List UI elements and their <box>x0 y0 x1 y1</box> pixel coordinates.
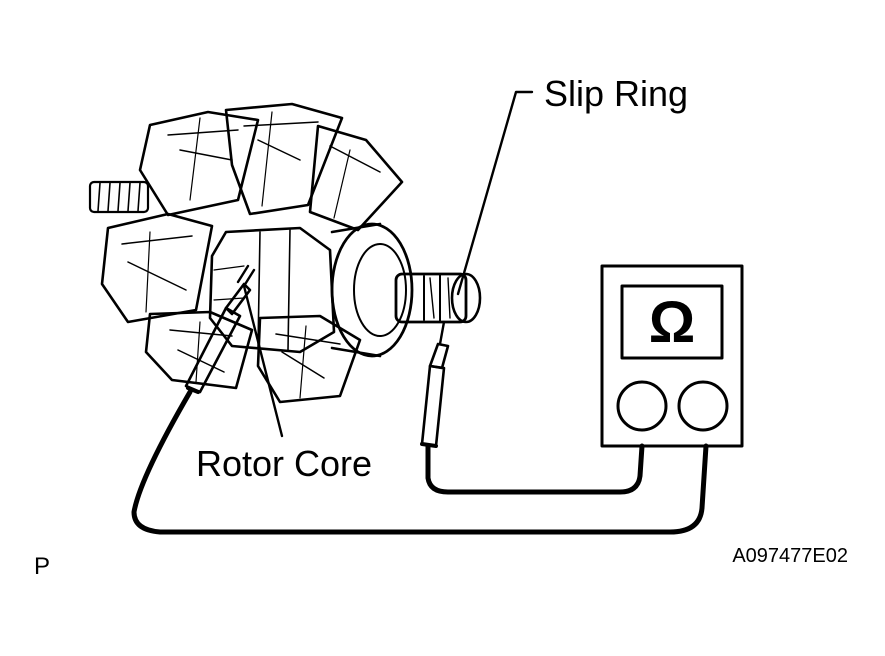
leader-lines <box>242 90 534 438</box>
page-marker: P <box>34 553 50 580</box>
leader-slip-ring <box>456 90 534 296</box>
probe-rotor-core <box>184 264 256 394</box>
rotor-assembly <box>88 102 482 404</box>
figure-code: A097477E02 <box>732 545 848 567</box>
slip-ring-label: Slip Ring <box>544 73 688 114</box>
ohmmeter-display <box>620 284 724 360</box>
ohmmeter-terminal-right <box>677 380 729 432</box>
rotor-core-label: Rotor Core <box>196 443 372 484</box>
test-leads <box>131 389 709 535</box>
rotor-claw-poles <box>100 102 404 404</box>
ohm-symbol: Ω <box>649 290 696 355</box>
ohmmeter: Ω <box>600 264 744 448</box>
rotor-core-body <box>208 226 336 354</box>
rotor-shaft-left <box>88 180 150 214</box>
leader-rotor-core <box>242 284 284 438</box>
ohmmeter-body <box>600 264 744 448</box>
probe-slip-ring <box>420 320 450 448</box>
rotor-collar <box>330 222 414 358</box>
ohmmeter-terminal-left <box>616 380 668 432</box>
slip-ring-part <box>394 272 482 324</box>
